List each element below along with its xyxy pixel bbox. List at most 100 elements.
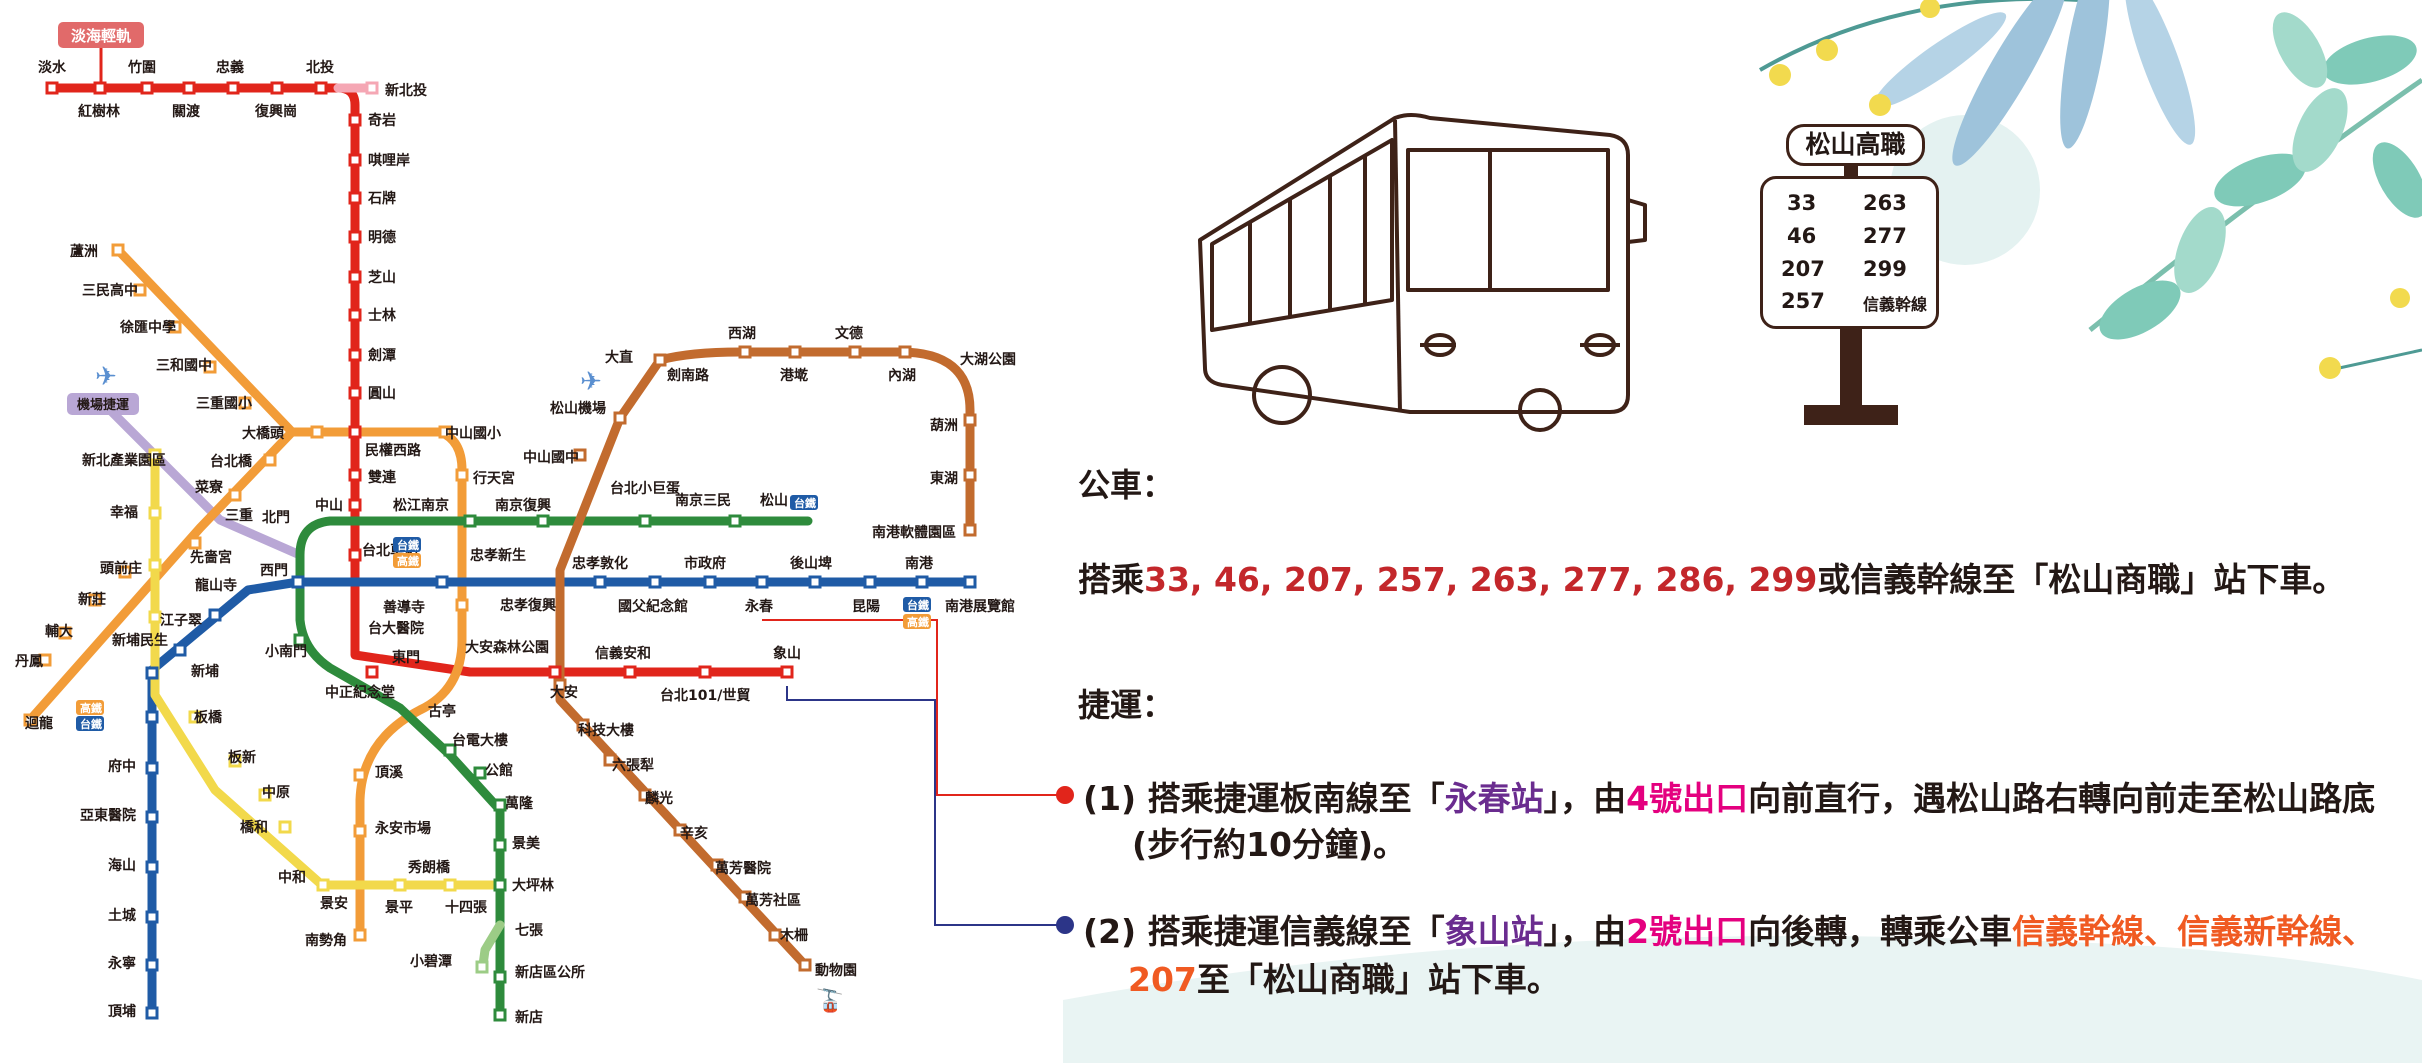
xiaobitan-branch (478, 920, 505, 970)
svg-text:文德: 文德 (835, 325, 863, 342)
svg-text:輔大: 輔大 (45, 623, 73, 640)
svg-text:新北投: 新北投 (385, 82, 427, 99)
svg-text:行天宮: 行天宮 (472, 470, 515, 487)
svg-text:松江南京: 松江南京 (393, 497, 449, 514)
svg-text:永寧: 永寧 (107, 955, 136, 972)
danhai-lrt-label: 淡海輕軌 (71, 27, 131, 45)
svg-text:頭前庄: 頭前庄 (100, 560, 142, 577)
svg-text:海山: 海山 (108, 857, 136, 874)
exit-4: 4號出口 (1626, 779, 1749, 818)
svg-text:東門: 東門 (392, 649, 420, 666)
svg-text:萬隆: 萬隆 (505, 795, 534, 812)
xiangshan-station: 象山站 (1444, 912, 1544, 951)
svg-text:信義安和: 信義安和 (595, 645, 651, 662)
green-line (295, 516, 813, 1020)
svg-text:紅樹林: 紅樹林 (78, 103, 120, 120)
svg-text:芝山: 芝山 (368, 269, 396, 286)
bullet-markers (1056, 786, 1074, 934)
station-labels: 淡水 竹圍 忠義 北投 新北投 紅樹林 關渡 復興崗 奇岩 唭哩岸 石牌 明德 … (15, 59, 1016, 1026)
svg-text:景平: 景平 (385, 900, 413, 916)
airport-mrt-legend (67, 393, 139, 415)
svg-text:蘆洲: 蘆洲 (70, 243, 98, 260)
orange-line (113, 245, 467, 940)
svg-text:大直: 大直 (605, 349, 633, 366)
yongchun-connector (762, 619, 1060, 796)
svg-text:府中: 府中 (108, 758, 136, 775)
svg-text:萬芳醫院: 萬芳醫院 (715, 860, 771, 877)
svg-text:台鐵: 台鐵 (397, 538, 419, 552)
svg-text:大安: 大安 (550, 684, 578, 701)
svg-text:徐匯中學: 徐匯中學 (119, 319, 176, 336)
svg-text:南港展覽館: 南港展覽館 (945, 598, 1015, 615)
svg-text:土城: 土城 (108, 907, 136, 924)
station-markers (23, 81, 977, 1022)
danhai-lrt-legend (58, 22, 144, 48)
svg-text:三重國小: 三重國小 (196, 395, 252, 412)
svg-text:竹圍: 竹圍 (127, 59, 156, 76)
svg-text:台鐵: 台鐵 (80, 717, 102, 731)
svg-text:新埔民生: 新埔民生 (112, 632, 168, 649)
svg-text:永安市場: 永安市場 (374, 820, 431, 837)
svg-text:江子翠: 江子翠 (160, 612, 202, 629)
svg-text:唭哩岸: 唭哩岸 (368, 152, 410, 169)
svg-text:關渡: 關渡 (172, 103, 201, 120)
svg-text:台鐵: 台鐵 (794, 496, 816, 510)
svg-text:象山: 象山 (773, 645, 801, 662)
svg-text:三和國中: 三和國中 (156, 357, 212, 374)
bus-heading: 公車： (1078, 466, 1175, 504)
svg-text:南港軟體園區: 南港軟體園區 (872, 524, 956, 541)
svg-text:龍山寺: 龍山寺 (195, 577, 237, 594)
plane-icon: ✈ (95, 362, 117, 392)
xiangshan-connector (786, 686, 1060, 926)
svg-text:高鐵: 高鐵 (907, 615, 929, 629)
svg-text:高鐵: 高鐵 (80, 701, 102, 715)
svg-text:小碧潭: 小碧潭 (410, 953, 452, 970)
route-number: 299 (1863, 257, 1907, 281)
svg-text:景美: 景美 (512, 835, 541, 852)
svg-text:南京三民: 南京三民 (675, 492, 731, 509)
svg-text:台北橋: 台北橋 (210, 453, 253, 470)
svg-text:台北小巨蛋: 台北小巨蛋 (610, 480, 680, 497)
svg-text:中山國中: 中山國中 (523, 449, 579, 466)
mrt-option-1: (1) 搭乘捷運板南線至「永春站」，由4號出口向前直行，遇松山路右轉向前走至松山… (1083, 779, 2376, 818)
route-number: 信義幹線 (1863, 295, 1928, 314)
svg-text:劍南路: 劍南路 (667, 367, 710, 384)
svg-text:橋和: 橋和 (240, 819, 268, 836)
svg-text:三重: 三重 (225, 507, 253, 524)
bus-stop-name: 松山高職 (1786, 124, 1925, 166)
bus-stop-pole (1804, 160, 1898, 425)
svg-text:迴龍: 迴龍 (24, 715, 53, 732)
svg-text:公館: 公館 (485, 762, 513, 779)
svg-text:科技大樓: 科技大樓 (578, 722, 634, 739)
mrt-option-1-line2: (步行約10分鐘)。 (1132, 825, 1407, 864)
svg-text:辛亥: 辛亥 (680, 825, 708, 842)
svg-text:忠孝新生: 忠孝新生 (470, 547, 526, 564)
mrt-option-2: (2) 搭乘捷運信義線至「象山站」，由2號出口向後轉，轉乘公車信義幹線、信義新幹… (1083, 912, 2376, 951)
svg-text:高鐵: 高鐵 (397, 554, 419, 568)
svg-text:劍潭: 劍潭 (368, 347, 396, 364)
mrt-option-2-line2: 207至「松山商職」站下車。 (1128, 960, 1560, 999)
svg-text:新埔: 新埔 (191, 663, 219, 680)
svg-text:國父紀念館: 國父紀念館 (618, 598, 688, 615)
svg-text:圓山: 圓山 (368, 385, 396, 402)
svg-text:台鐵: 台鐵 (907, 598, 929, 612)
svg-text:忠孝復興: 忠孝復興 (500, 597, 556, 614)
svg-text:復興崗: 復興崗 (254, 103, 297, 120)
airport-line (107, 407, 305, 560)
svg-text:古亭: 古亭 (428, 703, 456, 720)
svg-text:新店區公所: 新店區公所 (515, 964, 585, 981)
svg-text:淡水: 淡水 (38, 59, 67, 76)
svg-text:善導寺: 善導寺 (383, 599, 425, 616)
route-number: 277 (1863, 224, 1907, 248)
svg-text:十四張: 十四張 (445, 899, 488, 916)
plane-icon-songshan: ✈ (580, 367, 602, 397)
xinyi-bus-routes: 信義幹線、信義新幹線、 (2012, 912, 2376, 951)
svg-text:士林: 士林 (368, 307, 396, 324)
route-number: 33 (1787, 191, 1817, 215)
svg-text:新店: 新店 (515, 1009, 543, 1026)
svg-text:雙連: 雙連 (368, 469, 397, 486)
svg-text:台電大樓: 台電大樓 (452, 732, 508, 749)
svg-text:板新: 板新 (228, 749, 256, 766)
svg-text:中正紀念堂: 中正紀念堂 (325, 684, 395, 701)
svg-text:三民高中: 三民高中 (82, 282, 138, 299)
